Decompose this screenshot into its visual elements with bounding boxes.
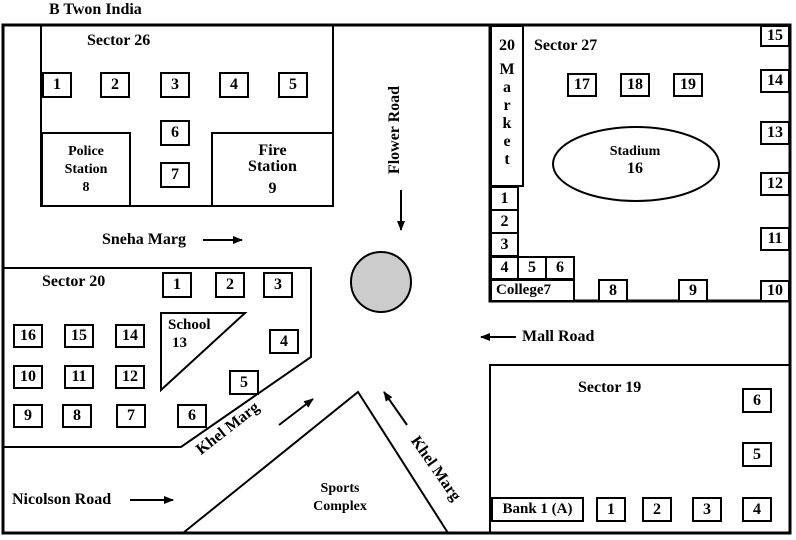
sector26-plot-2[interactable]: 2 (100, 72, 130, 98)
sector27-plot-11[interactable]: 11 (760, 227, 790, 251)
fire-station[interactable]: Fire Station 9 (211, 132, 334, 207)
sector27-plot-9[interactable]: 9 (678, 279, 708, 302)
sector20-plot-6[interactable]: 6 (177, 404, 207, 428)
market-letter: M (499, 61, 515, 78)
sector27-plot-3[interactable]: 3 (490, 232, 519, 257)
police-station-line1: Police (68, 143, 104, 159)
sector27-plot-4[interactable]: 4 (490, 256, 519, 280)
map-title: B Twon India (49, 1, 142, 18)
sector27-plot-19[interactable]: 19 (673, 73, 703, 97)
market-number: 20 (499, 37, 515, 54)
stadium-name: Stadium (609, 144, 661, 159)
sector26-outline (40, 25, 334, 207)
market-letter: a (503, 79, 511, 96)
sector20-label: Sector 20 (42, 273, 106, 290)
sector27-plot-12[interactable]: 12 (760, 172, 790, 196)
sports-complex-outline (180, 390, 450, 534)
sector20-plot-16[interactable]: 16 (13, 324, 43, 348)
sector27-plot-2[interactable]: 2 (490, 209, 519, 234)
sector27-plot-1[interactable]: 1 (490, 186, 519, 211)
sector26-plot-7[interactable]: 7 (160, 162, 190, 188)
khel-marg-left-arrow (278, 398, 314, 426)
sector20-plot-3[interactable]: 3 (263, 272, 293, 298)
sector19-plot-5[interactable]: 5 (742, 442, 772, 467)
sports-complex-line2: Complex (313, 499, 367, 514)
bank[interactable]: Bank 1 (A) (491, 497, 584, 522)
sneha-marg-label: Sneha Marg (102, 231, 186, 248)
fire-station-line1: Fire (258, 141, 287, 159)
sector26-plot-3[interactable]: 3 (160, 72, 190, 98)
sector26-label: Sector 26 (87, 32, 151, 49)
sector26-plot-6[interactable]: 6 (160, 120, 190, 146)
stadium-shape (552, 126, 720, 202)
stadium[interactable]: Stadium 16 (585, 143, 685, 177)
sector20-plot-1[interactable]: 1 (162, 272, 192, 298)
market[interactable]: 20 M a r k e t (490, 25, 524, 187)
sector27-plot-15[interactable]: 15 (760, 25, 790, 47)
sector27-plot-8[interactable]: 8 (598, 279, 628, 302)
sector19-label: Sector 19 (578, 379, 642, 396)
market-letter: k (502, 115, 512, 132)
roundabout (350, 251, 412, 313)
sector20-plot-5[interactable]: 5 (229, 370, 259, 395)
sector19-plot-1[interactable]: 1 (596, 497, 626, 522)
police-station-number: 8 (82, 179, 90, 195)
school-name: School (168, 317, 211, 333)
school-number: 13 (172, 335, 187, 351)
fire-station-line2: Station (248, 157, 297, 175)
sector20-plot-10[interactable]: 10 (13, 365, 43, 389)
sector20-plot-11[interactable]: 11 (64, 365, 94, 389)
sector19-outline (489, 364, 790, 533)
sports-complex[interactable]: Sports Complex (300, 480, 380, 516)
sector20-plot-8[interactable]: 8 (62, 404, 92, 428)
sector20-plot-9[interactable]: 9 (13, 404, 43, 428)
sports-complex-line1: Sports (320, 481, 360, 496)
sector26-plot-5[interactable]: 5 (278, 72, 308, 98)
mall-road-label: Mall Road (522, 328, 595, 345)
sector19-plot-4[interactable]: 4 (742, 497, 772, 522)
sector19-plot-6[interactable]: 6 (742, 388, 772, 413)
flower-road-label: Flower Road (386, 85, 404, 175)
sector27-plot-14[interactable]: 14 (760, 69, 790, 93)
sector20-plot-2[interactable]: 2 (215, 272, 245, 298)
sector19-plot-2[interactable]: 2 (642, 497, 672, 522)
stadium-number: 16 (627, 160, 643, 177)
fire-station-number: 9 (268, 179, 277, 197)
sector20-plot-15[interactable]: 15 (64, 324, 94, 348)
sector27-plot-5[interactable]: 5 (517, 256, 547, 280)
sector27-plot-6[interactable]: 6 (545, 256, 575, 280)
khel-marg-right-arrow (383, 391, 408, 426)
sector27-plot-18[interactable]: 18 (620, 73, 650, 97)
sector20-plot-14[interactable]: 14 (115, 324, 145, 348)
sector20-plot-7[interactable]: 7 (116, 404, 146, 428)
market-letter: t (504, 151, 510, 168)
police-station[interactable]: Police Station 8 (41, 132, 131, 207)
college-number: 7 (543, 282, 551, 298)
sector20-plot-4[interactable]: 4 (269, 329, 299, 354)
nicolson-road-label: Nicolson Road (12, 491, 112, 508)
sector27-plot-13[interactable]: 13 (760, 121, 790, 145)
college-label: College (496, 282, 544, 298)
sector20-plot-12[interactable]: 12 (115, 365, 145, 389)
sector26-plot-1[interactable]: 1 (42, 72, 72, 98)
police-station-line2: Station (64, 161, 108, 177)
sector27-label: Sector 27 (534, 37, 598, 54)
sector20-outline (2, 267, 312, 448)
sector27-plot-17[interactable]: 17 (567, 73, 597, 97)
market-letter: r (503, 97, 511, 114)
market-letter: e (503, 133, 511, 150)
sector27-plot-10[interactable]: 10 (760, 280, 790, 302)
sector26-plot-4[interactable]: 4 (219, 72, 249, 98)
sector19-plot-3[interactable]: 3 (692, 497, 722, 522)
school-outline (160, 312, 248, 393)
school[interactable]: School 13 (168, 316, 211, 352)
